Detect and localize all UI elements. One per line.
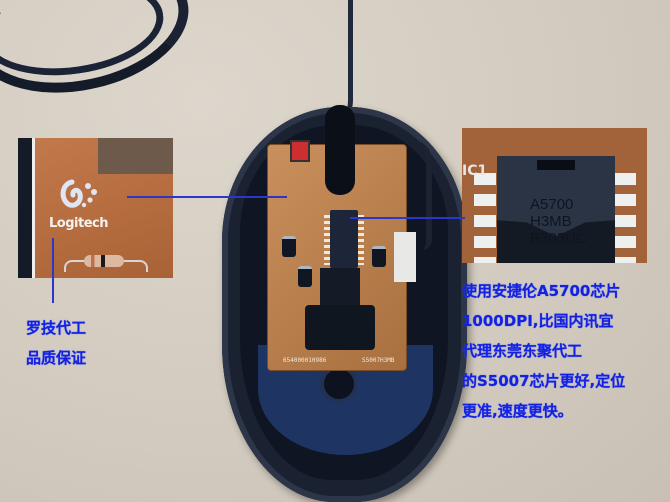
caption-line: 的S5007芯片更好,定位 <box>462 372 626 390</box>
caption-left: 罗技代工 品质保证 <box>26 313 86 373</box>
logo-closeup-inset: Logitech <box>18 138 173 278</box>
caption-line: 1000DPI,比国内讯宜 <box>462 312 614 330</box>
chip-closeup-inset: IC1 A5700 H3MB B303UC <box>462 128 647 263</box>
pcb-serial-left: 654000010986 <box>283 357 327 364</box>
leader-line-chip <box>350 217 465 219</box>
mouse-cable <box>318 0 353 135</box>
chip-marking-line: H3MB <box>530 213 572 230</box>
lens-mount <box>305 305 375 350</box>
capacitor <box>298 266 312 287</box>
chip-notch <box>537 160 575 170</box>
micro-switch <box>290 140 310 162</box>
internal-cable <box>402 140 432 250</box>
sensor-chip <box>330 210 358 268</box>
scroll-wheel <box>325 105 355 195</box>
pcb-serial-right: S5007H3MB <box>362 357 395 364</box>
chip-marking-line: A5700 <box>530 196 574 213</box>
screw-post <box>320 365 358 403</box>
ic-label: IC1 <box>462 163 488 179</box>
chip-pins-left <box>324 215 330 265</box>
capacitor <box>282 236 296 257</box>
caption-line: 品质保证 <box>26 349 87 367</box>
leader-line-caption-left <box>52 238 54 303</box>
chip-marking: A5700 H3MB B303UC <box>530 196 587 247</box>
chip-pins-left <box>474 173 496 263</box>
logitech-logo-icon <box>60 179 97 208</box>
component <box>98 138 173 174</box>
chip-marking-line: B303UC <box>530 230 587 247</box>
caption-line: 代理东莞东聚代工 <box>462 342 583 360</box>
caption-line: 更准,速度更快。 <box>462 402 573 420</box>
cable-connector <box>394 232 416 282</box>
logo-text: Logitech <box>49 216 108 231</box>
resistor <box>84 255 124 267</box>
capacitor <box>372 246 386 267</box>
inset-edge-trace <box>32 138 35 278</box>
chip-pins-right <box>614 173 636 263</box>
leader-line-logo <box>127 196 287 198</box>
inset-edge <box>18 138 32 278</box>
chip-pins-right <box>358 215 364 265</box>
caption-line: 罗技代工 <box>26 319 87 337</box>
caption-line: 使用安捷伦A5700芯片 <box>462 282 621 300</box>
caption-right: 使用安捷伦A5700芯片 1000DPI,比国内讯宜 代理东莞东聚代工 的S50… <box>462 276 625 426</box>
